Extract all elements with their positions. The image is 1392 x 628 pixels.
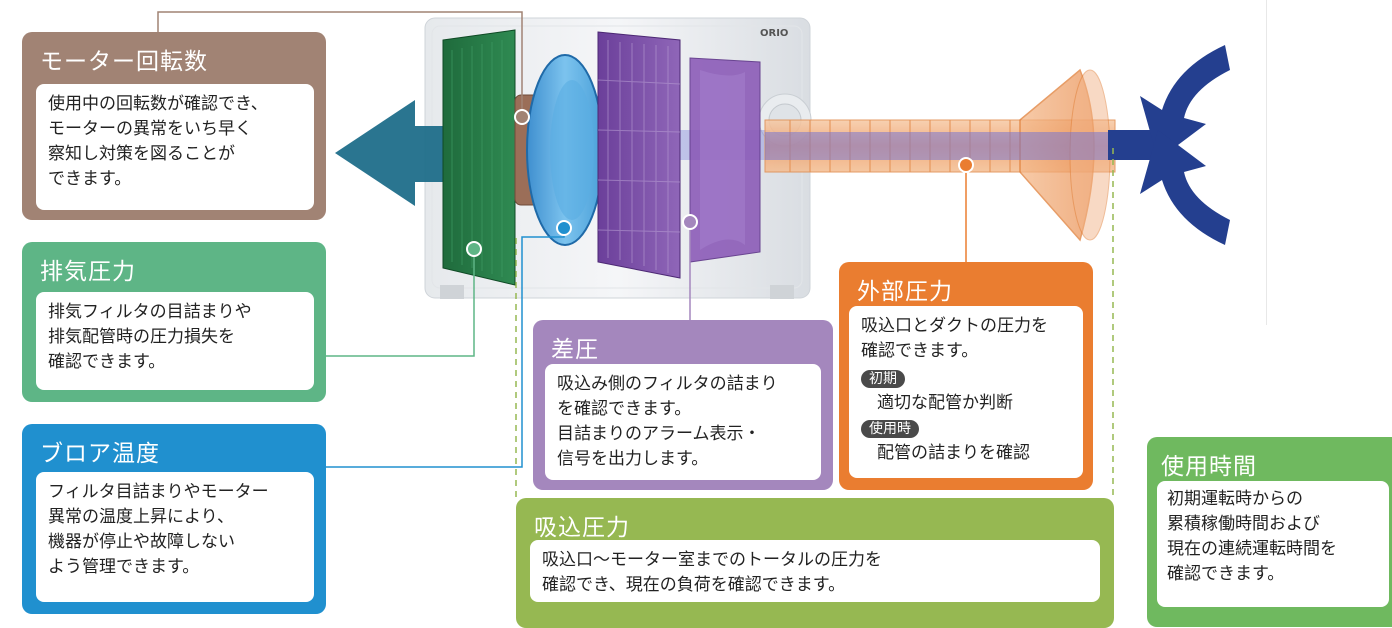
in-use-badge: 使用時: [861, 420, 919, 438]
differential-pressure-description: 吸込み側のフィルタの詰まり を確認できます。 目詰まりのアラーム表示・ 信号を出…: [545, 364, 821, 480]
exhaust-pressure-title: 排気圧力: [40, 259, 136, 285]
suction-pressure-title: 吸込圧力: [534, 515, 630, 541]
external-pressure-description: 吸込口とダクトの圧力を 確認できます。 初期 適切な配管か判断 使用時 配管の詰…: [849, 306, 1083, 478]
blower-machine-illustration: [157, 11, 1230, 498]
blower-temperature-card: ブロア温度 フィルタ目詰まりやモーター 異常の温度上昇により、 機器が停止や故障…: [22, 424, 326, 614]
motor-speed-card: モーター回転数 使用中の回転数が確認でき、 モーターの異常をいち早く 察知し対策…: [22, 32, 326, 220]
motor-speed-description: 使用中の回転数が確認でき、 モーターの異常をいち早く 察知し対策を図ることが で…: [36, 84, 314, 210]
blower-temperature-title: ブロア温度: [40, 441, 160, 467]
differential-pressure-title: 差圧: [551, 337, 599, 363]
motor-speed-title: モーター回転数: [40, 49, 208, 75]
blower-temperature-description: フィルタ目詰まりやモーター 異常の温度上昇により、 機器が停止や故障しない よう…: [36, 472, 314, 602]
external-pressure-title: 外部圧力: [857, 279, 953, 305]
intake-arrow-icon: [1140, 45, 1230, 160]
usage-time-card: 使用時間 初期運転時からの 累積稼働時間および 現在の連続運転時間を 確認できま…: [1147, 437, 1392, 627]
side-panel: [1266, 0, 1392, 325]
usage-time-title: 使用時間: [1161, 454, 1257, 480]
suction-pressure-description: 吸込口〜モーター室までのトータルの圧力を 確認でき、現在の負荷を確認できます。: [530, 540, 1100, 602]
usage-time-description: 初期運転時からの 累積稼働時間および 現在の連続運転時間を 確認できます。: [1157, 481, 1389, 607]
external-pressure-card: 外部圧力 吸込口とダクトの圧力を 確認できます。 初期 適切な配管か判断 使用時…: [839, 262, 1093, 490]
in-use-detail: 配管の詰まりを確認: [877, 443, 1030, 463]
intake-arrow-icon: [1140, 130, 1230, 245]
differential-pressure-card: 差圧 吸込み側のフィルタの詰まり を確認できます。 目詰まりのアラーム表示・ 信…: [533, 320, 833, 490]
suction-pressure-card: 吸込圧力 吸込口〜モーター室までのトータルの圧力を 確認でき、現在の負荷を確認で…: [516, 498, 1114, 628]
maker-logo: ORIO: [760, 28, 789, 39]
external-pressure-text: 吸込口とダクトの圧力を 確認できます。: [861, 316, 1048, 361]
exhaust-pressure-description: 排気フィルタの目詰まりや 排気配管時の圧力損失を 確認できます。: [36, 292, 314, 390]
initial-badge: 初期: [861, 370, 905, 388]
exhaust-pressure-card: 排気圧力 排気フィルタの目詰まりや 排気配管時の圧力損失を 確認できます。: [22, 242, 326, 402]
diagram: ORIO モーター回転数 使用中の回転数が確認でき、 モーターの異常をいち早く …: [22, 0, 1392, 628]
initial-detail: 適切な配管か判断: [877, 393, 1013, 413]
